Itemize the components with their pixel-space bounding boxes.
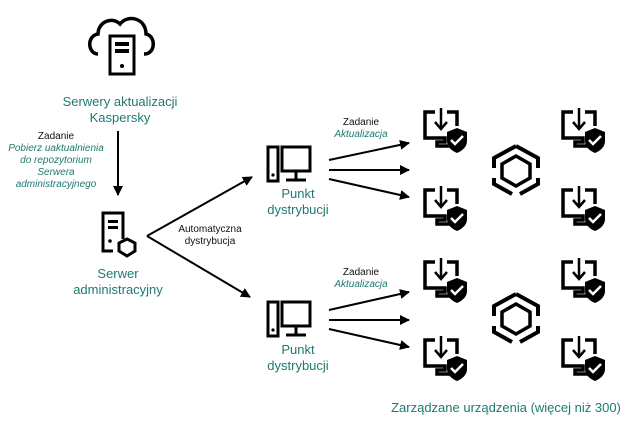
managed-device-icon — [423, 184, 469, 233]
arrow-dp1-1 — [328, 139, 410, 161]
task-line: Pobierz uaktualnienia — [8, 143, 104, 154]
task-name: Aktualizacja — [334, 279, 388, 290]
dp2-label-line2: dystrybucji — [267, 358, 329, 373]
managed-device-icon — [561, 256, 607, 305]
hexagon-network-icon — [492, 292, 540, 344]
arrow-to-dp1 — [146, 176, 253, 237]
managed-devices-label: Zarządzane urządzenia (więcej niż 300) — [391, 400, 621, 415]
desktop-computer-icon — [266, 145, 312, 183]
distribution-point-1-label: Punkt dystrybucji — [258, 186, 338, 218]
cloud-server-icon — [88, 16, 155, 76]
arrow-dp1-3 — [328, 178, 410, 200]
server-shield-icon — [101, 211, 137, 258]
update-servers-label-line1: Serwery aktualizacji — [62, 94, 178, 109]
update-servers-label-line2: Kaspersky — [89, 110, 151, 125]
task-title: Zadanie — [342, 117, 380, 128]
admin-server-label-line1: Serwer — [97, 266, 139, 281]
managed-device-icon — [423, 334, 469, 383]
managed-device-icon — [423, 256, 469, 305]
arrow-dp2-3 — [328, 328, 410, 350]
download-task-label: Zadanie Pobierz uaktualnienia do repozyt… — [0, 131, 112, 191]
managed-device-icon — [561, 334, 607, 383]
admin-server-label: Serwer administracyjny — [58, 266, 178, 298]
update-task-1-label: Zadanie Aktualizacja — [326, 117, 396, 141]
distribution-point-2-label: Punkt dystrybucji — [258, 342, 338, 374]
desktop-computer-icon — [266, 300, 312, 338]
task-line: Serwera — [37, 167, 75, 178]
task-title: Zadanie — [342, 267, 380, 278]
dp1-label-line2: dystrybucji — [267, 202, 329, 217]
auto-distribution-label: Automatyczna dystrybucja — [170, 224, 250, 248]
managed-device-icon — [561, 184, 607, 233]
task-line: administracyjnego — [15, 179, 97, 190]
managed-device-icon — [423, 106, 469, 155]
auto-distribution-line2: dystrybucja — [184, 236, 236, 247]
dp2-label-line1: Punkt — [281, 342, 315, 357]
task-title: Zadanie — [37, 131, 75, 142]
arrow-dp2-1 — [328, 289, 410, 311]
managed-device-icon — [561, 106, 607, 155]
arrow-to-dp2 — [146, 235, 251, 298]
update-servers-label: Serwery aktualizacji Kaspersky — [40, 94, 200, 126]
task-name: Aktualizacja — [334, 129, 388, 140]
update-task-2-label: Zadanie Aktualizacja — [326, 267, 396, 291]
task-line: do repozytorium — [20, 155, 92, 166]
admin-server-label-line2: administracyjny — [73, 282, 163, 297]
auto-distribution-line1: Automatyczna — [178, 224, 242, 235]
hexagon-network-icon — [492, 144, 540, 196]
dp1-label-line1: Punkt — [281, 186, 315, 201]
